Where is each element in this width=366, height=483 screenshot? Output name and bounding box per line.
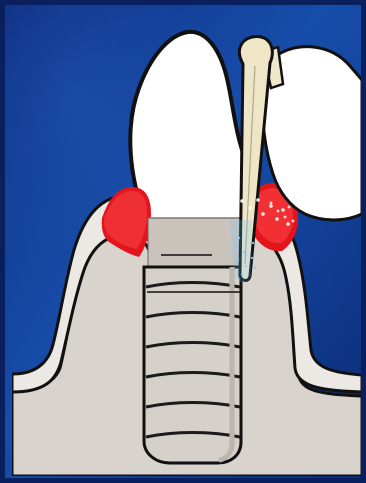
fine-spray-dot xyxy=(243,251,245,253)
spray-dot xyxy=(196,187,200,191)
spray-dot xyxy=(248,206,252,210)
spray-dot xyxy=(227,192,231,196)
spray-dot xyxy=(240,199,244,203)
spray-dot xyxy=(256,198,260,202)
fine-spray-dot xyxy=(241,273,243,275)
fine-spray-dot xyxy=(252,242,254,244)
fine-spray-dot xyxy=(245,265,247,267)
spray-dot xyxy=(286,222,290,226)
spray-dot xyxy=(232,206,236,210)
droplet xyxy=(277,210,280,213)
spray-dot xyxy=(261,212,265,216)
spray-dot xyxy=(235,186,239,190)
fine-spray-dot xyxy=(234,246,236,248)
spray-dot xyxy=(219,184,223,188)
spray-dot xyxy=(216,205,220,209)
droplet xyxy=(288,206,291,209)
fine-spray-dot xyxy=(228,251,230,253)
spray-dot xyxy=(269,204,273,208)
spray-dot xyxy=(203,182,207,186)
fine-spray-dot xyxy=(251,257,253,259)
fine-spray-dot xyxy=(231,231,233,233)
spray-dot xyxy=(224,199,228,203)
droplet xyxy=(292,220,295,223)
droplet xyxy=(270,202,273,205)
spray-dot xyxy=(281,208,285,212)
fine-spray-dot xyxy=(254,267,256,269)
spray-dot xyxy=(208,199,212,203)
droplet xyxy=(284,216,287,219)
fine-spray-dot xyxy=(237,259,239,261)
spray-dot xyxy=(275,217,279,221)
spray-dot xyxy=(212,190,216,194)
implant-abutment xyxy=(148,218,240,266)
fine-spray-dot xyxy=(238,237,240,239)
